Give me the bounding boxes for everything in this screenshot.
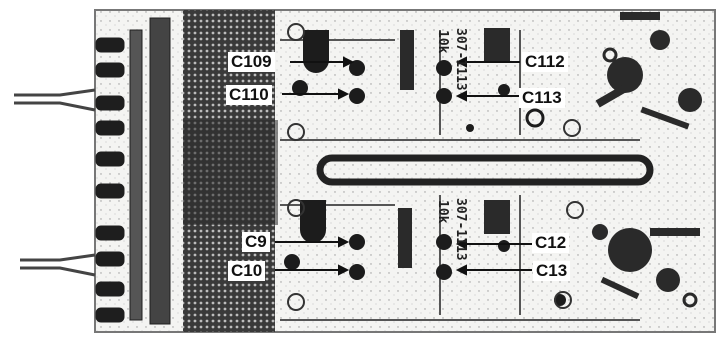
lower-right-cluster (592, 224, 700, 308)
label-c12: C12 (532, 233, 570, 253)
part-number-bottom: 307-1113 (453, 198, 468, 261)
callout-leaders (275, 56, 532, 276)
label-c112: C112 (522, 52, 568, 72)
upper-right-cluster (595, 12, 702, 130)
label-c109: C109 (228, 52, 275, 72)
part-number-top: 307-1113 (453, 28, 468, 91)
resistor-value-top: 10k (435, 30, 450, 54)
label-c13: C13 (533, 261, 571, 281)
label-c9: C9 (242, 232, 270, 252)
label-c110: C110 (226, 85, 272, 105)
mounting-screws (287, 23, 584, 311)
resistor-value-bottom: 10k (435, 200, 450, 224)
connector-pins (95, 17, 171, 325)
long-component (316, 154, 654, 186)
lower-traces (280, 195, 640, 321)
upper-transistors (292, 28, 545, 132)
lead-wires (14, 88, 96, 277)
label-c10: C10 (228, 261, 266, 281)
label-c113: C113 (519, 88, 565, 108)
